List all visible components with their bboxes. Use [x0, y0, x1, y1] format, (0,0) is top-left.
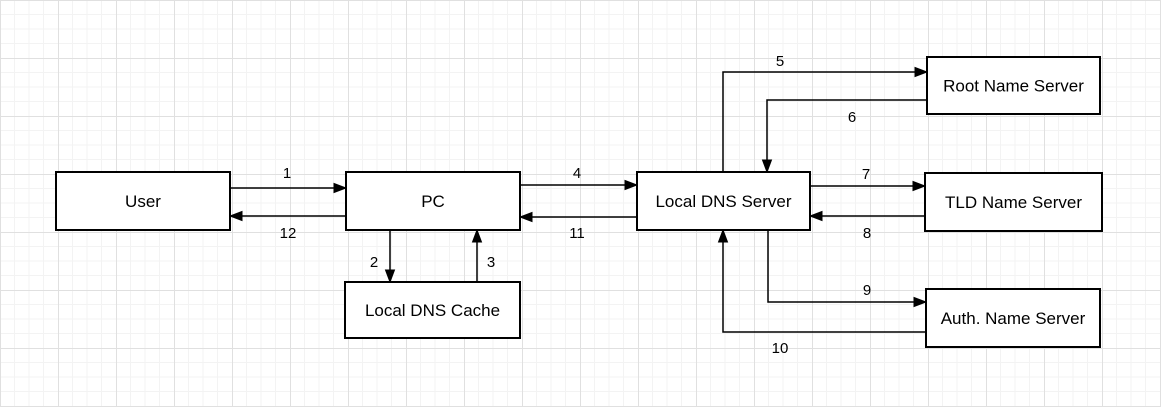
edge-7-label: 7 — [862, 166, 870, 183]
edge-5-label: 5 — [776, 53, 784, 70]
node-auth-label: Auth. Name Server — [941, 309, 1086, 328]
edge-10-label: 10 — [772, 340, 789, 357]
node-ldns-label: Local DNS Server — [655, 192, 791, 211]
node-pc-box — [345, 171, 521, 231]
node-tld-box — [924, 172, 1103, 232]
edge-10-arrow — [723, 230, 926, 333]
node-cache-label: Local DNS Cache — [365, 301, 500, 320]
edge-1-label: 1 — [283, 165, 291, 182]
edge-6-arrow — [767, 99, 927, 172]
edge-12-label: 12 — [280, 225, 297, 242]
edge-3-label: 3 — [487, 254, 495, 271]
edge-4-label: 4 — [573, 165, 581, 182]
edge-6-label: 6 — [848, 109, 856, 126]
nodes-layer: User PC Local DNS Cache Local DNS Server Roo… — [55, 56, 1103, 348]
edge-2-label: 2 — [370, 254, 378, 271]
node-cache-box — [344, 281, 521, 339]
edge-8-label: 8 — [863, 225, 871, 242]
node-user-label: User — [125, 192, 161, 211]
node-ldns-box — [636, 171, 811, 231]
edge-5-arrow — [722, 72, 927, 172]
edge-9-label: 9 — [863, 282, 871, 299]
node-root-label: Root Name Server — [943, 77, 1084, 96]
node-auth-box — [925, 288, 1101, 348]
node-tld-label: TLD Name Server — [945, 193, 1082, 212]
node-pc-label: PC — [421, 192, 445, 211]
edge-11-label: 11 — [569, 225, 585, 242]
edge-9-arrow — [767, 230, 926, 302]
node-root-box — [926, 56, 1101, 115]
node-user-box — [55, 171, 231, 231]
